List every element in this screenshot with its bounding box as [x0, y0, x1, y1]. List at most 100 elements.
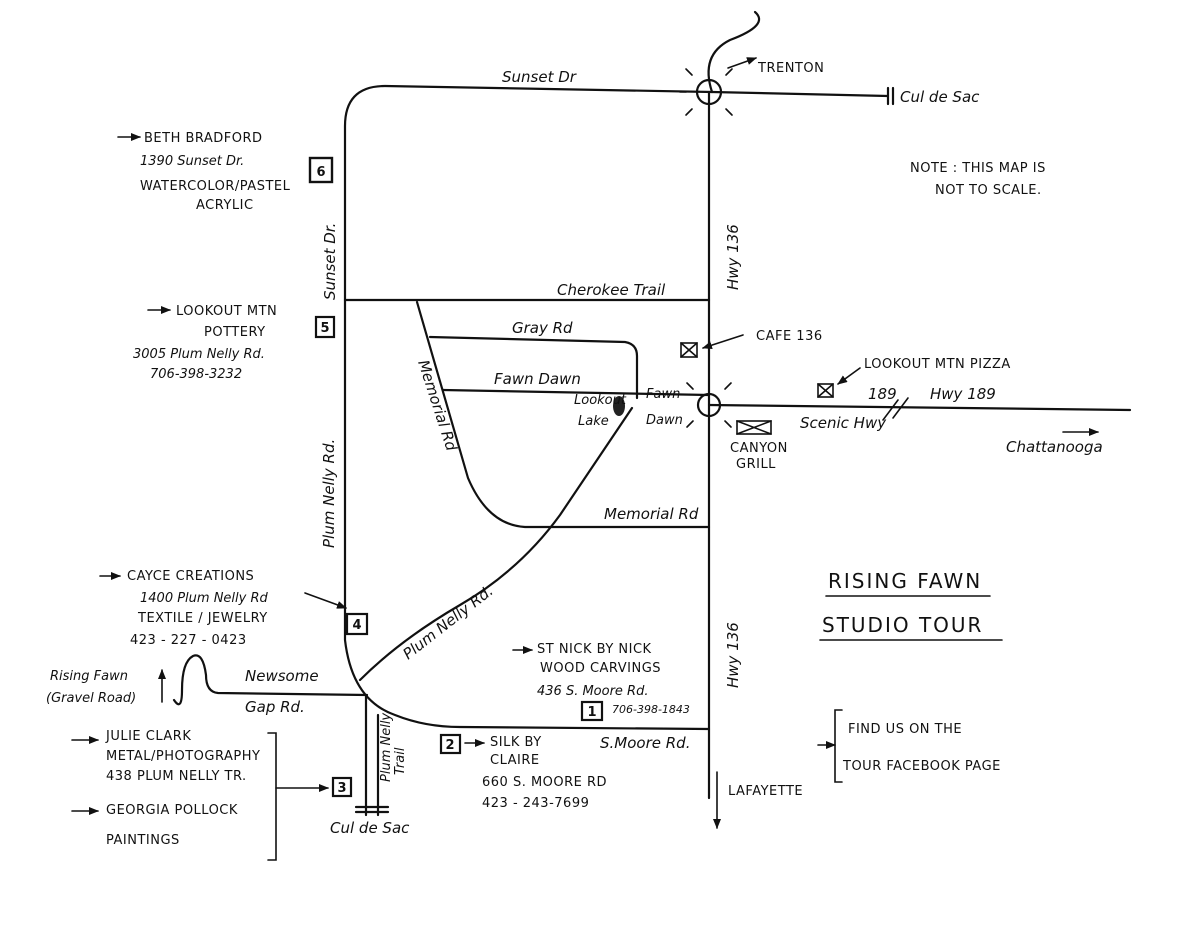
stop-2-line-1: SILK BY [490, 735, 542, 750]
canyon-grill-label-1: CANYON [730, 441, 788, 456]
tour-title-line-2: STUDIO TOUR [822, 613, 983, 637]
stop-5-marker[interactable]: 5 [314, 315, 336, 339]
stop-1-line-3: 436 S. Moore Rd. [537, 684, 648, 699]
stop-5-line-3: 3005 Plum Nelly Rd. [133, 347, 265, 362]
lookout-mtn-pizza-label: LOOKOUT MTN PIZZA [864, 357, 1011, 372]
plum-nelly-trail-label-2: Trail [393, 747, 408, 775]
cafe-136-marker-icon [680, 342, 698, 358]
stop-3-line-4: GEORGIA POLLOCK [106, 803, 238, 818]
stop-6-line-1: BETH BRADFORD [144, 131, 263, 146]
hwy-136-south-label: Hwy 136 [724, 622, 742, 688]
stop-4-line-1: CAYCE CREATIONS [127, 569, 254, 584]
stop-5-line-2: POTTERY [204, 325, 266, 340]
stop-3-number: 3 [337, 781, 346, 796]
chattanooga-label: Chattanooga [1006, 438, 1103, 456]
gray-rd-label: Gray Rd [512, 319, 573, 337]
tour-title-line-1: RISING FAWN [828, 569, 982, 593]
stop-6-line-3: WATERCOLOR/PASTEL [140, 179, 291, 194]
sunset-hwy136-junction-icon [679, 68, 733, 116]
lafayette-label: LAFAYETTE [728, 784, 803, 799]
cul-de-sac-east-label: Cul de Sac [900, 88, 980, 106]
stop-4-number: 4 [352, 618, 361, 633]
stop-4-pointer [304, 592, 347, 609]
cafe-136-pointer [702, 334, 744, 350]
facebook-bracket [834, 709, 843, 783]
stop-4-line-2: 1400 Plum Nelly Rd [140, 591, 269, 606]
stop-3-line-3: 438 PLUM NELLY TR. [106, 769, 247, 784]
s-moore-rd-label: S.Moore Rd. [600, 734, 690, 752]
stop-5-number: 5 [320, 321, 329, 336]
stop-1-marker[interactable]: 1 [580, 700, 604, 722]
stop-5-line-1: LOOKOUT MTN [176, 304, 277, 319]
lookout-mtn-pizza-marker-icon [817, 383, 834, 398]
hwy-189-cross-mark-2 [882, 399, 899, 421]
stop-1-line-1: ST NICK BY NICK [537, 642, 652, 657]
hwy-189-number-label: 189 [868, 385, 897, 403]
stop-4-line-3: TEXTILE / JEWELRY [137, 611, 268, 626]
stop-2-number: 2 [445, 738, 454, 753]
canyon-grill-marker-icon [736, 420, 772, 435]
canyon-grill-label-2: GRILL [736, 457, 776, 472]
hwy-189-cross-mark [892, 397, 909, 419]
fawn-dawn-junction-icon [686, 379, 732, 428]
fawn-dawn-label: Fawn Dawn [494, 370, 581, 388]
stop-3-line-2: METAL/PHOTOGRAPHY [106, 749, 260, 764]
roads-layer [172, 10, 1132, 829]
fawn-dawn-intersection-label-2: Dawn [646, 413, 683, 428]
hwy-136-north-label: Hwy 136 [724, 224, 742, 290]
scenic-hwy-road [707, 403, 1132, 412]
cul-de-sac-south-label: Cul de Sac [330, 819, 410, 837]
fawn-dawn-intersection-label-1: Fawn [646, 387, 680, 402]
trenton-arrow [727, 57, 757, 69]
fawn-dawn-road [441, 388, 711, 397]
stop-3-bracket [267, 732, 277, 861]
trenton-label: TRENTON [757, 61, 824, 76]
cherokee-trail-label: Cherokee Trail [557, 281, 666, 299]
plum-nelly-rd-diagonal-road [358, 406, 634, 682]
cafe-136-label: CAFE 136 [756, 329, 823, 344]
pizza-pointer [837, 367, 861, 385]
stop-3-line-1: JULIE CLARK [105, 729, 191, 744]
stop-2-phone: 423 - 243-7699 [482, 796, 589, 811]
stop-2-marker[interactable]: 2 [439, 733, 462, 755]
stop-5-phone: 706-398-3232 [150, 367, 242, 382]
plum-nelly-rd-diag-label: Plum Nelly Rd. [399, 582, 496, 663]
stop-1-line-2: WOOD CARVINGS [540, 661, 661, 676]
memorial-rd-east-label: Memorial Rd [604, 505, 699, 523]
lookout-lake-label-2: Lake [578, 414, 609, 429]
facebook-line-1: FIND US ON THE [848, 722, 962, 737]
lookout-lake-shape [613, 396, 625, 416]
stop-2-line-3: 660 S. MOORE RD [482, 775, 607, 790]
trenton-road [707, 10, 761, 94]
stop-6-line-4: ACRYLIC [196, 198, 254, 213]
plum-nelly-trail-label-1: Plum Nelly [379, 713, 394, 782]
lookout-lake-label-1: Lookout [574, 393, 627, 408]
plum-nelly-rd-vertical-label: Plum Nelly Rd. [320, 439, 338, 548]
memorial-rd-road [415, 300, 711, 529]
stop-1-number: 1 [587, 705, 596, 720]
sunset-dr-side-label: Sunset Dr. [321, 223, 339, 300]
stop-6-line-2: 1390 Sunset Dr. [140, 154, 244, 169]
rising-fawn-road-label-1: Rising Fawn [50, 669, 128, 684]
hwy-189-label: Hwy 189 [930, 385, 996, 403]
scale-note-line-2: NOT TO SCALE. [935, 183, 1042, 198]
gray-rd-road [428, 335, 639, 400]
stop-6-number: 6 [316, 165, 325, 180]
scale-note-line-1: NOTE : THIS MAP IS [910, 161, 1046, 176]
stop-3-line-5: PAINTINGS [106, 833, 180, 848]
facebook-line-2: TOUR FACEBOOK PAGE [842, 759, 1001, 774]
sunset-dr-east-road [710, 90, 890, 98]
sunset-dr-label: Sunset Dr [502, 68, 577, 86]
gap-rd-label: Gap Rd. [245, 698, 305, 716]
scenic-hwy-label: Scenic Hwy [800, 414, 887, 432]
newsome-gap-rd-road [172, 654, 369, 706]
rising-fawn-road-label-2: (Gravel Road) [46, 691, 136, 706]
stop-3-marker[interactable]: 3 [331, 776, 353, 798]
stop-4-marker[interactable]: 4 [345, 612, 369, 636]
newsome-label: Newsome [245, 667, 319, 685]
stop-4-phone: 423 - 227 - 0423 [130, 633, 247, 648]
stop-6-marker[interactable]: 6 [308, 156, 334, 184]
plum-nelly-rd-road [343, 298, 711, 731]
sunset-dr-road [343, 84, 714, 302]
